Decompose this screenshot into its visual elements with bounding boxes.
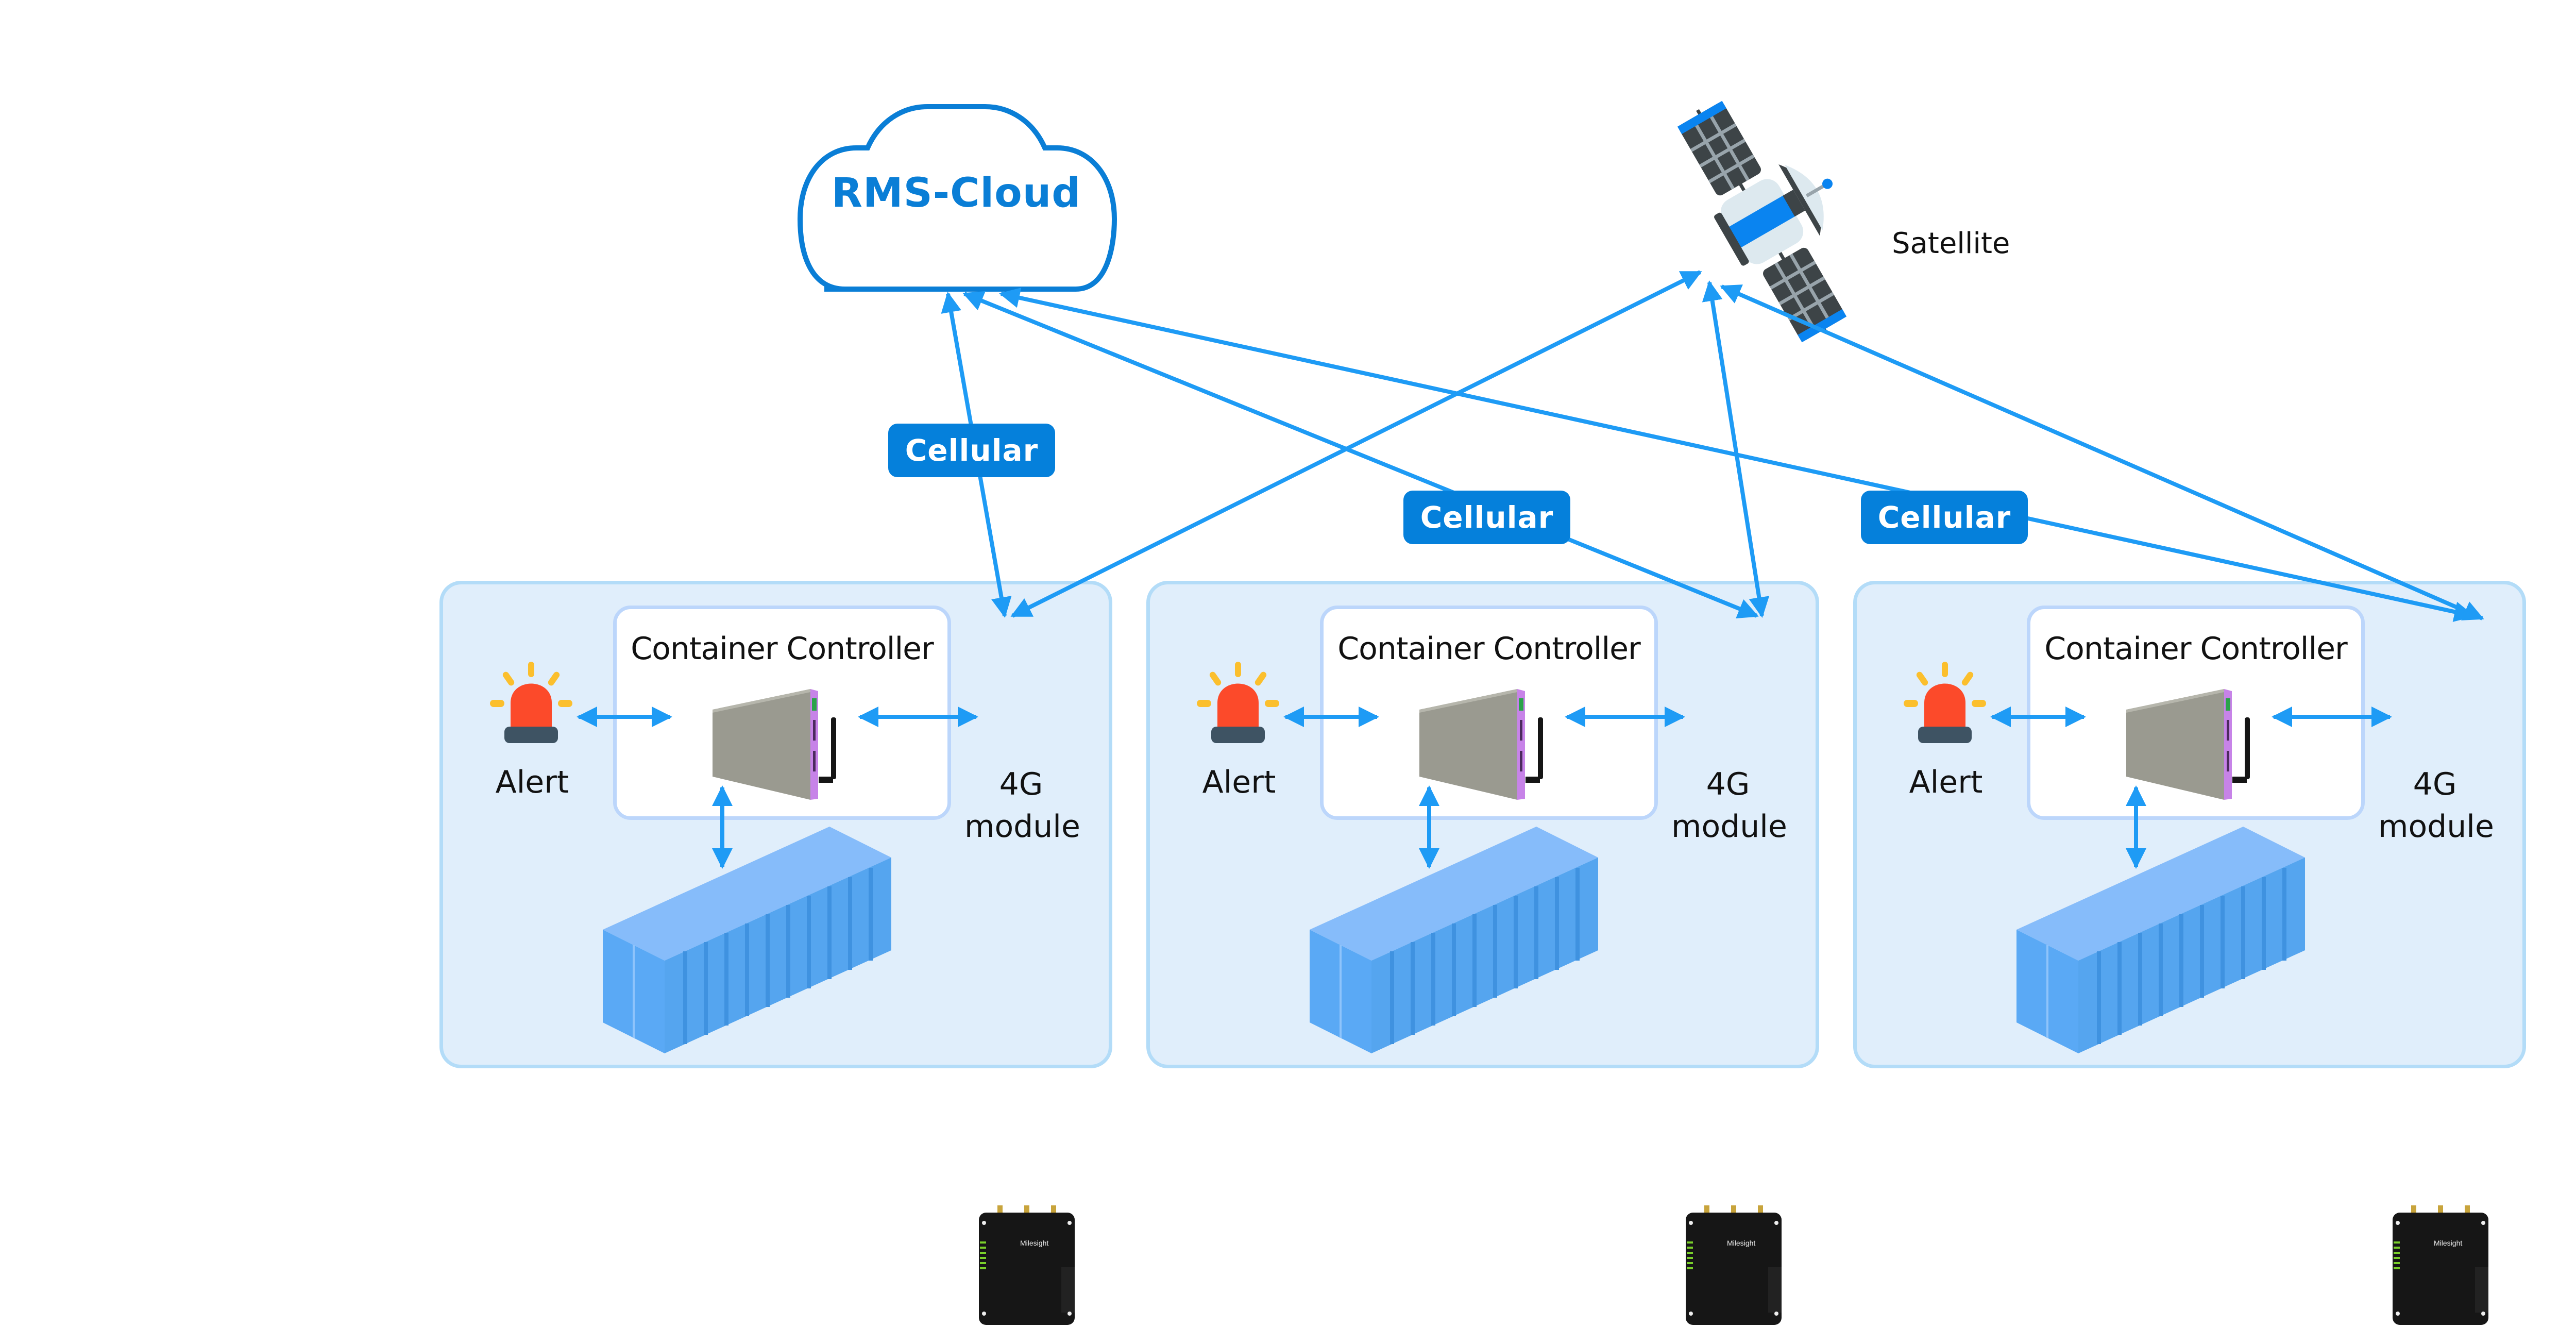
container-controller-label: Container Controller bbox=[1337, 631, 1640, 667]
site-panel-1: Alert Container Controller bbox=[439, 581, 1112, 1325]
4g-module-label-line2: module bbox=[964, 809, 1080, 845]
site-panel-2: Alert Container Controller bbox=[1146, 581, 1819, 1325]
alert-siren-icon bbox=[1197, 662, 1279, 744]
rms-cloud-label: RMS-Cloud bbox=[831, 170, 1081, 216]
cellular-link-label-1: Cellular bbox=[888, 424, 1055, 477]
router-brand: Milesight bbox=[2434, 1239, 2462, 1247]
4g-module-router: Milesight bbox=[979, 1205, 1075, 1325]
cloud-icon bbox=[797, 104, 1117, 292]
container-controller-device bbox=[1419, 689, 1569, 800]
alert-label: Alert bbox=[1202, 764, 1276, 800]
satellite-icon bbox=[1677, 100, 1847, 343]
shipping-container-icon bbox=[2016, 827, 2305, 1059]
alert-siren-icon bbox=[1904, 662, 1986, 744]
4g-module-label-line1: 4G bbox=[2413, 766, 2457, 802]
alert-siren-icon bbox=[490, 662, 572, 744]
link-site1-satellite bbox=[1010, 270, 1702, 618]
container-controller-device bbox=[2126, 689, 2276, 800]
router-brand: Milesight bbox=[1727, 1239, 1755, 1247]
4g-module-label-line2: module bbox=[2378, 809, 2494, 845]
4g-module-router: Milesight bbox=[2393, 1205, 2488, 1325]
4g-module-router: Milesight bbox=[1686, 1205, 1782, 1325]
alert-label: Alert bbox=[1909, 764, 1983, 800]
cellular-link-label-3: Cellular bbox=[1861, 491, 2028, 544]
4g-module-label-line1: 4G bbox=[999, 766, 1043, 802]
4g-module-label-line2: module bbox=[1671, 809, 1787, 845]
container-controller-label: Container Controller bbox=[2044, 631, 2347, 667]
4g-module-label-line1: 4G bbox=[1706, 766, 1750, 802]
container-controller-label: Container Controller bbox=[631, 631, 934, 667]
shipping-container-icon bbox=[1310, 827, 1598, 1059]
cellular-link-label-2: Cellular bbox=[1403, 491, 1570, 544]
router-brand: Milesight bbox=[1020, 1239, 1048, 1247]
shipping-container-icon bbox=[603, 827, 891, 1059]
satellite-label: Satellite bbox=[1892, 227, 2010, 260]
container-controller-device bbox=[713, 689, 862, 800]
alert-label: Alert bbox=[495, 764, 569, 800]
site-panel-3: Alert Container Controller bbox=[1853, 581, 2526, 1325]
